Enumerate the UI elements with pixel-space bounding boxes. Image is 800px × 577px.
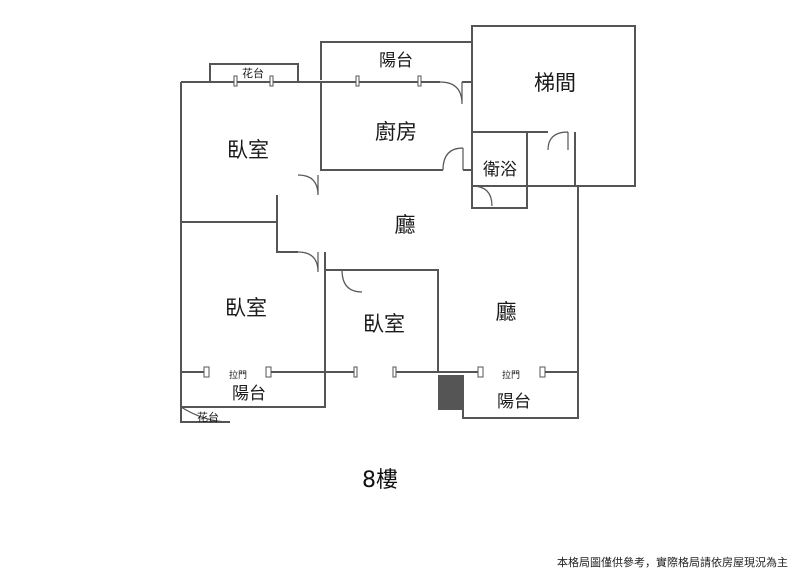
label-bedroom-2: 臥室	[225, 296, 267, 320]
living-jog-wall	[276, 195, 298, 253]
window-marker	[269, 75, 274, 87]
label-balcony-left: 陽台	[232, 384, 266, 404]
label-living-lower: 廳	[496, 300, 517, 324]
top-balcony-wall	[320, 41, 472, 80]
label-living-upper: 廳	[395, 213, 416, 237]
label-sliding-door-right: 拉門	[502, 369, 520, 381]
label-stairwell: 梯間	[534, 71, 576, 95]
label-planter-top: 花台	[242, 66, 264, 80]
sliding-marker	[477, 366, 484, 378]
bathroom-wall	[471, 131, 528, 209]
window-marker	[233, 75, 238, 87]
window-marker	[417, 75, 422, 87]
door-bathroom	[471, 185, 493, 207]
door-entry	[547, 131, 569, 151]
window-markers	[203, 75, 546, 378]
sliding-marker	[203, 366, 210, 378]
door-bedroom-3	[341, 269, 363, 293]
stairwell-outline	[471, 25, 636, 187]
door-swings	[180, 81, 569, 423]
bedroom-2-wall	[180, 222, 355, 408]
kitchen-wall	[320, 81, 473, 171]
bottom-planter-wall	[180, 407, 230, 423]
label-bathroom: 衛浴	[483, 160, 517, 180]
structural-column	[438, 375, 463, 410]
label-planter-bottom: 花台	[197, 410, 219, 424]
door-kitchen	[442, 147, 464, 171]
label-bedroom-1: 臥室	[227, 138, 269, 162]
door-bedroom-2	[297, 251, 319, 273]
sliding-marker	[539, 366, 546, 378]
window-marker	[355, 75, 360, 87]
label-bedroom-3: 臥室	[363, 312, 405, 336]
floor-label: 8樓	[362, 468, 398, 493]
exterior-right-wall	[462, 131, 579, 419]
window-marker	[392, 366, 397, 378]
bedroom-3-wall	[325, 269, 439, 373]
door-kitchen-balcony	[439, 81, 463, 105]
disclaimer-text: 本格局圖僅供參考，實際格局請依房屋現況為主	[557, 556, 788, 569]
window-marker	[353, 366, 358, 378]
sliding-marker	[265, 366, 272, 378]
label-sliding-door-left: 拉門	[229, 369, 247, 381]
walls	[180, 25, 636, 423]
label-kitchen: 廚房	[375, 120, 417, 144]
label-balcony-top: 陽台	[379, 51, 413, 71]
door-bedroom-1	[297, 174, 319, 196]
top-planter-wall	[209, 63, 299, 82]
door-planter	[180, 406, 231, 423]
label-balcony-right: 陽台	[497, 392, 531, 412]
